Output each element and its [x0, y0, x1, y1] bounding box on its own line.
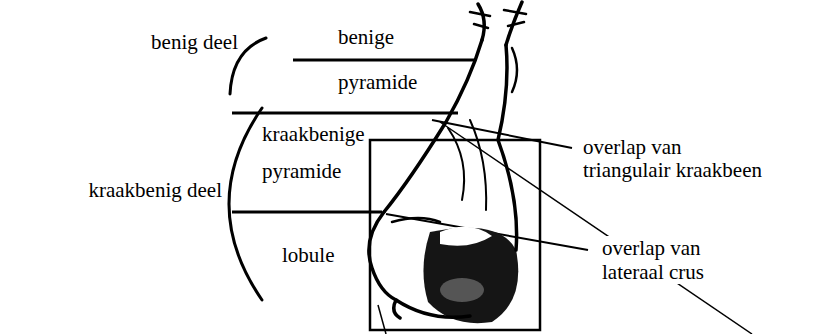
- level-line: [293, 59, 476, 62]
- tip-outline: [369, 212, 400, 318]
- bone-stroke: [512, 48, 517, 92]
- level-line: [232, 211, 382, 214]
- part-label: benige pyramide: [338, 15, 433, 105]
- side-line: [498, 45, 517, 250]
- level-line: [232, 112, 458, 115]
- nose-sketch: [369, 2, 526, 323]
- ala-shading: [423, 228, 518, 323]
- part-label: benig deel: [151, 31, 238, 53]
- dome-highlight: [440, 227, 492, 246]
- zoom-line: [378, 305, 386, 334]
- nostril: [440, 278, 484, 302]
- bone-stroke: [478, 4, 484, 40]
- dorsum-line: [384, 40, 482, 212]
- zoom-rectangle: [370, 140, 540, 330]
- brackets: [229, 38, 266, 300]
- bone-hatch: [470, 10, 526, 28]
- crus-stroke: [392, 218, 440, 222]
- part-label: kraakbenig deel: [88, 179, 222, 201]
- part-label: overlap van triangulair kraakbeen: [583, 136, 768, 182]
- columella-line: [396, 300, 470, 317]
- part-label: kraakbenige pyramide: [262, 116, 382, 190]
- bracket: [229, 108, 262, 300]
- part-label: lobule: [282, 244, 335, 266]
- part-label: overlap van lateraal crus: [600, 236, 729, 284]
- cartilage-stroke: [448, 120, 486, 210]
